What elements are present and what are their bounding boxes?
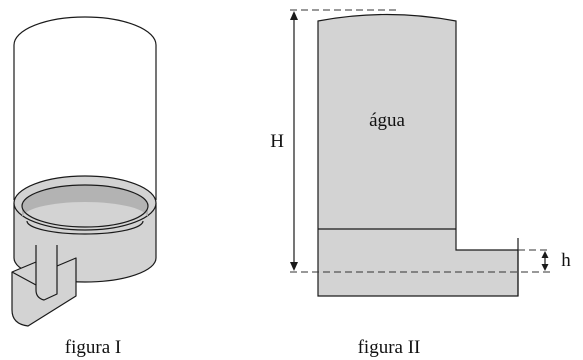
- water-label: água: [369, 110, 405, 131]
- base-ring-inner-wall: [22, 185, 148, 218]
- bottle-body: [317, 13, 519, 297]
- H-arrow-head-top: [290, 11, 298, 20]
- h-arrow-head-top: [541, 251, 549, 258]
- figure-1-caption: figura I: [65, 337, 121, 358]
- spout-inner-left: [35, 262, 58, 301]
- bottle-top-back-edge: [14, 45, 156, 73]
- height-H-label: H: [270, 131, 284, 152]
- base-ring-inner-edge: [21, 184, 149, 228]
- figure-1-feeder: [11, 16, 157, 327]
- base-ring-floor: [26, 220, 144, 235]
- h-arrow-head-bottom: [541, 264, 549, 271]
- height-h-label: h: [561, 250, 571, 271]
- H-arrow-head-bottom: [290, 262, 298, 271]
- bottle-cylinder-outline: [13, 16, 157, 200]
- spout-inner-fold: [11, 271, 37, 286]
- figure-2-caption: figura II: [358, 337, 421, 358]
- figure-2-cross-section: [290, 9, 550, 297]
